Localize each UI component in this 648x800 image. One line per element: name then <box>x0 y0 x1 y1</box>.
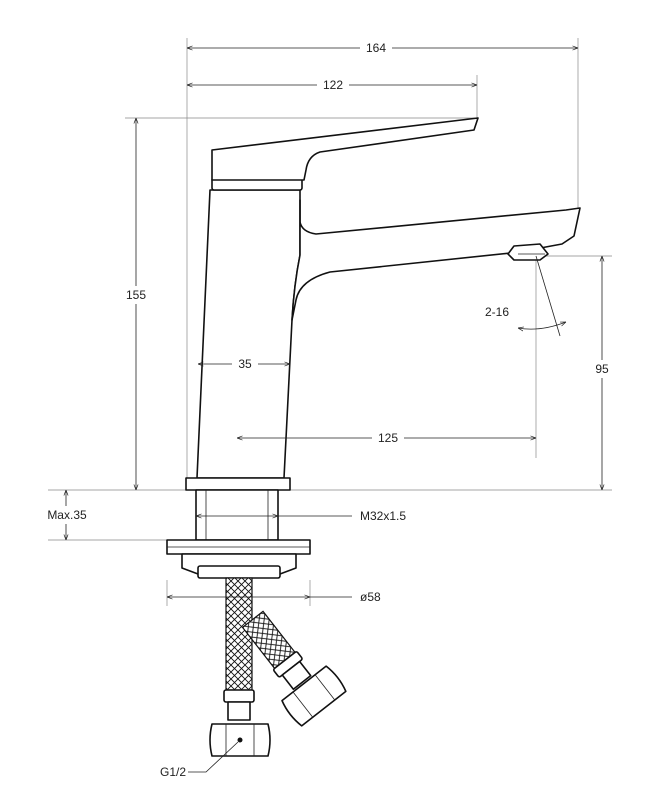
flexible-hoses <box>209 577 347 757</box>
handle-lever <box>211 117 479 181</box>
dimension-lines <box>42 40 612 773</box>
faucet-body <box>166 117 581 579</box>
faucet-column <box>196 189 301 479</box>
dim-total-length: 164 <box>366 41 386 55</box>
dim-base-diameter: ø58 <box>360 590 381 604</box>
dim-total-height: 155 <box>126 288 146 302</box>
dim-handle-length: 122 <box>323 78 343 92</box>
dim-body-width: 35 <box>238 357 252 371</box>
aerator <box>507 243 549 261</box>
threaded-rod <box>195 489 279 541</box>
base-flange <box>185 477 291 491</box>
reference-lines <box>48 38 612 606</box>
dim-spout-height: 95 <box>595 362 609 376</box>
dim-thread: M32x1.5 <box>360 509 406 523</box>
dim-hose-connection: G1/2 <box>160 765 186 779</box>
dim-max-thickness: Max.35 <box>47 508 87 522</box>
dim-aerator-angle: 2-16 <box>485 305 509 319</box>
hose-nut-angled <box>281 665 347 727</box>
dim-spout-reach: 125 <box>378 431 398 445</box>
dimension-labels: 164 122 155 95 35 125 2-16 Max.35 M32x1.… <box>47 41 609 779</box>
